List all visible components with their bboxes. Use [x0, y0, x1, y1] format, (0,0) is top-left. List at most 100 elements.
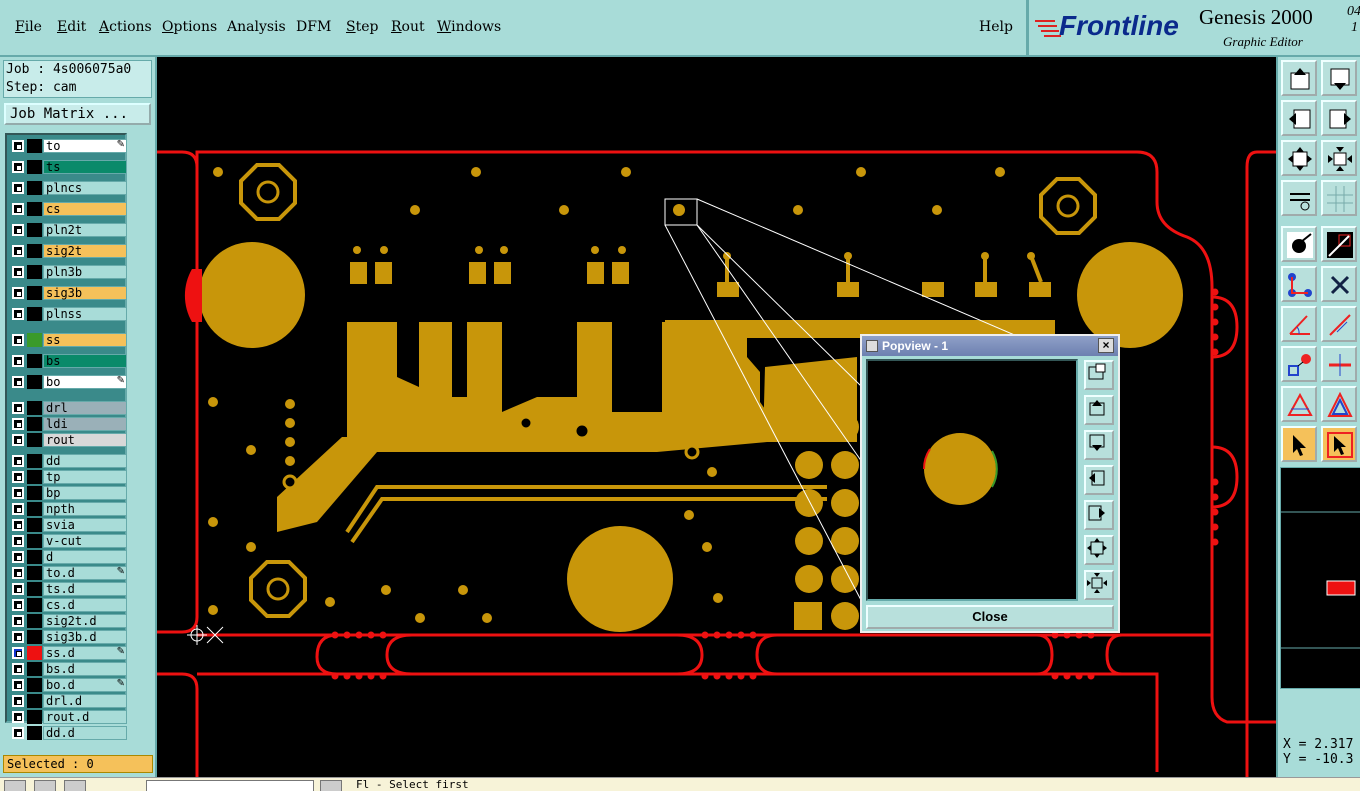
layer-name[interactable]: dd — [43, 454, 127, 468]
bottom-tool-5[interactable] — [320, 780, 342, 791]
layer-row[interactable]: ss — [10, 333, 127, 347]
layer-checkbox[interactable] — [12, 418, 24, 430]
layer-row[interactable]: svia — [10, 518, 127, 532]
layer-name[interactable]: npth — [43, 502, 127, 516]
layer-color-swatch[interactable] — [27, 518, 42, 532]
layer-color-swatch[interactable] — [27, 333, 42, 347]
layer-name[interactable]: bs.d — [43, 662, 127, 676]
layer-row[interactable]: to.d✎ — [10, 566, 127, 580]
layer-name[interactable]: ldi — [43, 417, 127, 431]
layer-row[interactable]: to✎ — [10, 139, 127, 153]
line-draw-button[interactable] — [1321, 306, 1357, 342]
command-field[interactable] — [146, 780, 314, 791]
layer-row[interactable]: tp — [10, 470, 127, 484]
layer-name[interactable]: to — [43, 139, 127, 153]
layer-color-swatch[interactable] — [27, 646, 42, 660]
layer-name[interactable]: bo.d — [43, 678, 127, 692]
layer-color-swatch[interactable] — [27, 286, 42, 300]
layer-name[interactable]: sig2t.d — [43, 614, 127, 628]
zoom-out-button[interactable] — [1321, 140, 1357, 176]
layer-checkbox[interactable] — [12, 140, 24, 152]
layer-color-swatch[interactable] — [27, 181, 42, 195]
layer-name[interactable]: ss — [43, 333, 127, 347]
layer-row[interactable]: bo.d✎ — [10, 678, 127, 692]
layer-checkbox[interactable] — [12, 663, 24, 675]
layer-color-swatch[interactable] — [27, 139, 42, 153]
popview-pan-left-button[interactable] — [1084, 465, 1114, 495]
grid-button[interactable] — [1321, 180, 1357, 216]
layer-row[interactable]: bo✎ — [10, 375, 127, 389]
layer-row[interactable]: dd — [10, 454, 127, 468]
layer-row[interactable]: pln2t — [10, 223, 127, 237]
layer-name[interactable]: sig3b.d — [43, 630, 127, 644]
nested-triangle-button[interactable] — [1321, 386, 1357, 422]
layer-checkbox[interactable] — [12, 203, 24, 215]
net-button[interactable] — [1281, 266, 1317, 302]
layer-name[interactable]: dd.d — [43, 726, 127, 740]
layer-row[interactable]: ldi — [10, 417, 127, 431]
layer-row[interactable]: v-cut — [10, 534, 127, 548]
layer-checkbox[interactable] — [12, 599, 24, 611]
layer-color-swatch[interactable] — [27, 726, 42, 740]
pan-right-button[interactable] — [1321, 100, 1357, 136]
layer-checkbox[interactable] — [12, 161, 24, 173]
layer-color-swatch[interactable] — [27, 710, 42, 724]
layer-row[interactable]: plnss — [10, 307, 127, 321]
popview-pan-down-button[interactable] — [1084, 430, 1114, 460]
layer-row[interactable]: bp — [10, 486, 127, 500]
triangle-button[interactable] — [1281, 386, 1317, 422]
layer-row[interactable]: ts.d — [10, 582, 127, 596]
layer-color-swatch[interactable] — [27, 202, 42, 216]
layer-checkbox[interactable] — [12, 519, 24, 531]
layer-row[interactable]: npth — [10, 502, 127, 516]
layer-checkbox[interactable] — [12, 487, 24, 499]
menu-help[interactable]: Help — [979, 19, 1013, 35]
layer-checkbox[interactable] — [12, 455, 24, 467]
layer-row[interactable]: d — [10, 550, 127, 564]
select-pointer-button[interactable] — [1321, 426, 1357, 462]
layer-color-swatch[interactable] — [27, 694, 42, 708]
delete-button[interactable] — [1321, 266, 1357, 302]
pan-up-button[interactable] — [1281, 60, 1317, 96]
layer-color-swatch[interactable] — [27, 223, 42, 237]
layer-name[interactable]: to.d — [43, 566, 127, 580]
popview-close-button[interactable]: Close — [866, 605, 1114, 629]
layer-row[interactable]: ss.d✎ — [10, 646, 127, 660]
job-matrix-button[interactable]: Job Matrix ... — [4, 103, 151, 125]
layer-name[interactable]: v-cut — [43, 534, 127, 548]
layer-color-swatch[interactable] — [27, 417, 42, 431]
layer-color-swatch[interactable] — [27, 160, 42, 174]
layer-name[interactable]: rout.d — [43, 710, 127, 724]
layer-color-swatch[interactable] — [27, 614, 42, 628]
layer-checkbox[interactable] — [12, 402, 24, 414]
layer-color-swatch[interactable] — [27, 630, 42, 644]
bottom-tool-2[interactable] — [34, 780, 56, 791]
mini-preview[interactable] — [1280, 467, 1360, 689]
menu-analysis[interactable]: Analysis — [227, 19, 286, 35]
layer-name[interactable]: plnss — [43, 307, 127, 321]
layer-row[interactable]: dd.d — [10, 726, 127, 740]
layer-row[interactable]: cs — [10, 202, 127, 216]
menu-step[interactable]: Step — [346, 19, 379, 35]
menu-dfm[interactable]: DFM — [296, 19, 332, 35]
layer-color-swatch[interactable] — [27, 265, 42, 279]
layer-name[interactable]: drl.d — [43, 694, 127, 708]
menu-windows[interactable]: Windows — [437, 19, 502, 35]
menu-actions[interactable]: Actions — [99, 19, 152, 35]
select-pad-button[interactable] — [1281, 226, 1317, 262]
pan-down-button[interactable] — [1321, 60, 1357, 96]
layer-color-swatch[interactable] — [27, 354, 42, 368]
layer-name[interactable]: sig3b — [43, 286, 127, 300]
popview-zoom-in-button[interactable] — [1084, 535, 1114, 565]
layer-checkbox[interactable] — [12, 567, 24, 579]
layer-checkbox[interactable] — [12, 551, 24, 563]
layer-color-swatch[interactable] — [27, 502, 42, 516]
pointer-button[interactable] — [1281, 426, 1317, 462]
layer-row[interactable]: rout — [10, 433, 127, 447]
layer-name[interactable]: svia — [43, 518, 127, 532]
layer-color-swatch[interactable] — [27, 566, 42, 580]
popview-viewport[interactable] — [866, 359, 1078, 601]
layer-color-swatch[interactable] — [27, 662, 42, 676]
popview-zoom-out-button[interactable] — [1084, 570, 1114, 600]
layer-name[interactable]: ts.d — [43, 582, 127, 596]
